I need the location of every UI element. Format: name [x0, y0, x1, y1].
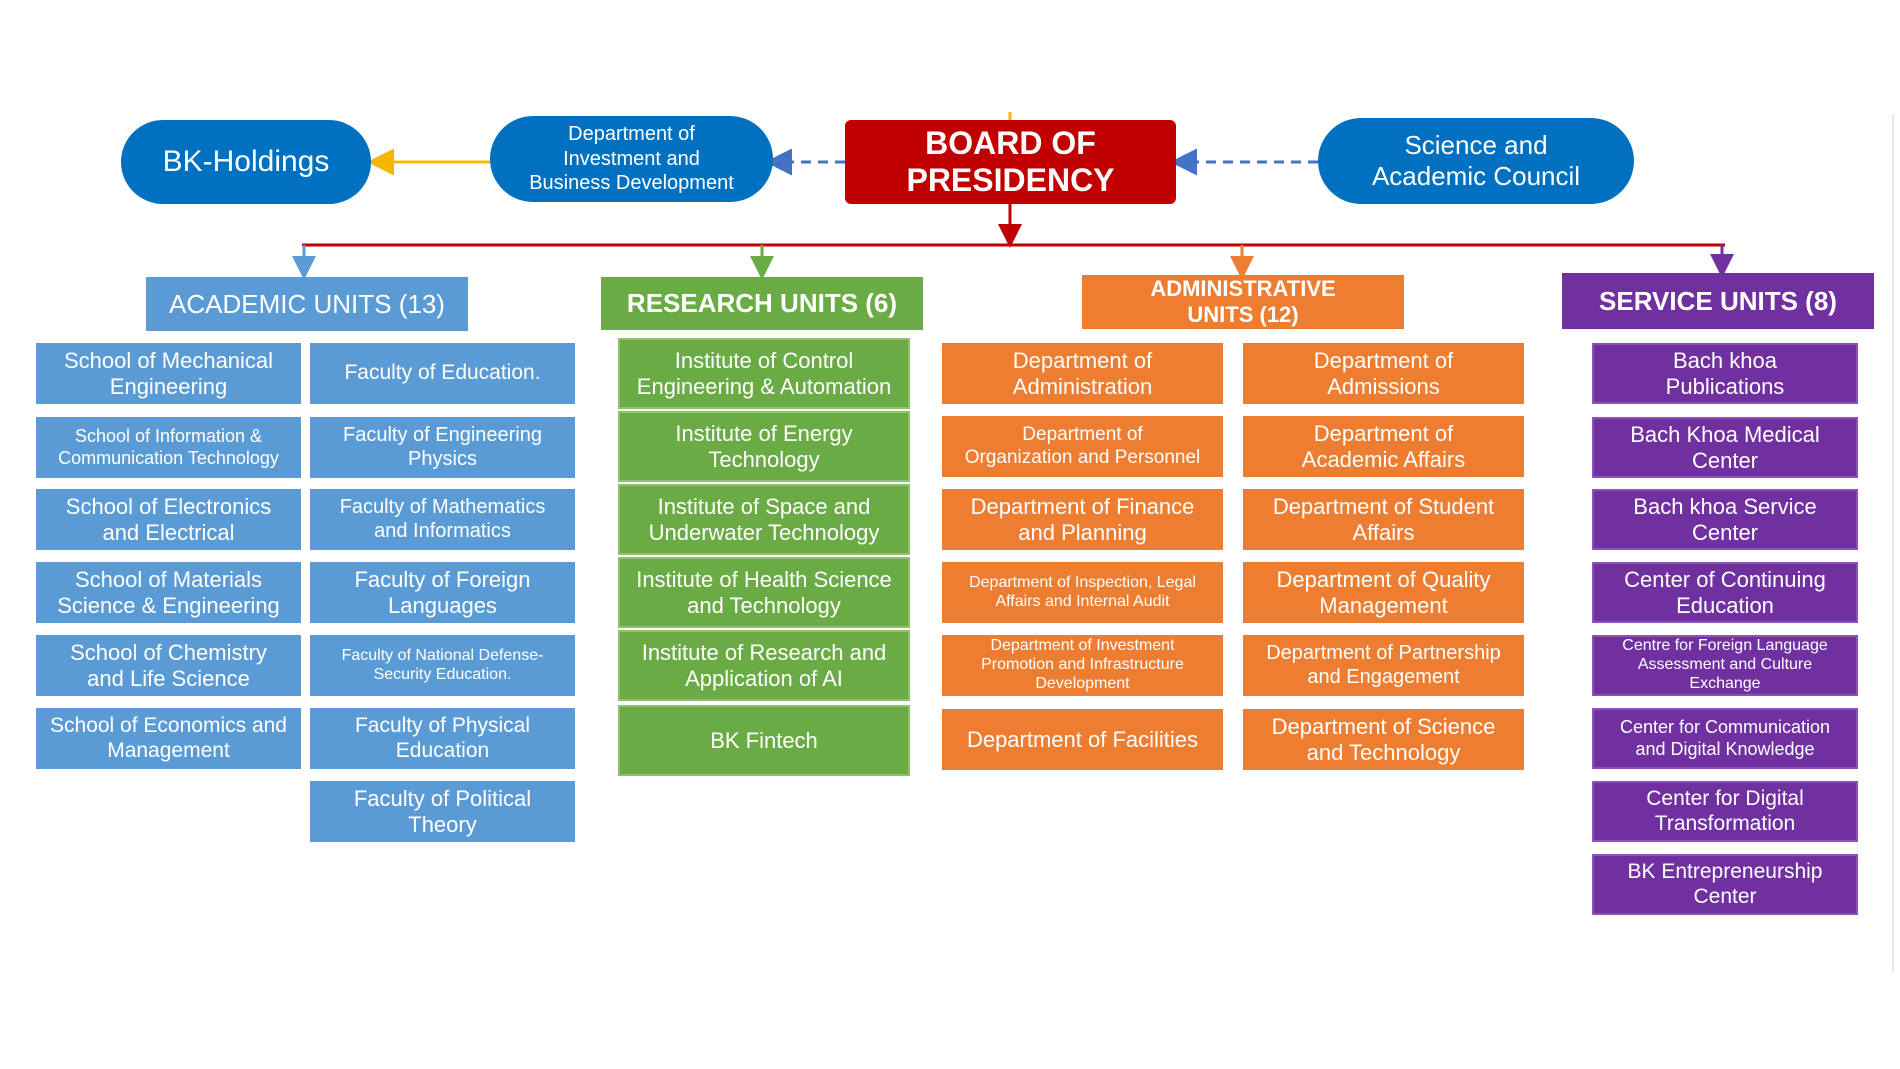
service-center-box: Bach Khoa Medical Center: [1592, 417, 1858, 478]
service-center-label: BK Entrepreneurship Center: [1627, 859, 1823, 908]
academic-faculty-label: Faculty of Physical Education: [354, 713, 531, 762]
academic-school-box: School of Chemistry and Life Science: [36, 635, 301, 696]
research-institute-label: Institute of Energy Technology: [675, 420, 853, 472]
bk-holdings-label: BK-Holdings: [162, 145, 330, 179]
service-center-label: Center for Communication and Digital Kno…: [1619, 717, 1831, 759]
service-center-label: Center of Continuing Education: [1624, 566, 1826, 618]
research-institute-label: Institute of Space and Underwater Techno…: [648, 493, 880, 545]
service-units-header: SERVICE UNITS (8): [1562, 273, 1874, 329]
admin-dept-box: Department of Investment Promotion and I…: [942, 635, 1223, 696]
research-institute-label: BK Fintech: [710, 727, 818, 753]
admin-dept-box: Department of Facilities: [942, 709, 1223, 770]
admin-dept-box: Department of Quality Management: [1243, 562, 1524, 623]
research-institute-label: Institute of Research and Application of…: [641, 639, 887, 691]
admin-dept-box: Department of Partnership and Engagement: [1243, 635, 1524, 696]
admin-dept-label: Department of Admissions: [1313, 347, 1454, 399]
service-center-box: Center for Communication and Digital Kno…: [1592, 708, 1858, 769]
academic-faculty-box: Faculty of Physical Education: [310, 708, 575, 769]
service-center-box: Bach khoa Publications: [1592, 343, 1858, 404]
research-units-header: RESEARCH UNITS (6): [601, 277, 923, 330]
service-center-label: Bach khoa Publications: [1665, 347, 1785, 399]
admin-dept-box: Department of Inspection, Legal Affairs …: [942, 562, 1223, 623]
investment-dept-node: Department of Investment and Business De…: [490, 116, 773, 202]
admin-dept-label: Department of Academic Affairs: [1301, 420, 1466, 472]
research-units-header-label: RESEARCH UNITS (6): [626, 288, 898, 319]
research-institute-box: Institute of Control Engineering & Autom…: [618, 338, 910, 409]
admin-dept-box: Department of Science and Technology: [1243, 709, 1524, 770]
academic-school-label: School of Materials Science & Engineerin…: [57, 566, 280, 618]
academic-units-header-label: ACADEMIC UNITS (13): [169, 288, 445, 319]
research-institute-box: Institute of Research and Application of…: [618, 630, 910, 701]
admin-dept-label: Department of Administration: [1012, 347, 1153, 399]
research-institute-box: Institute of Energy Technology: [618, 411, 910, 482]
service-center-box: Centre for Foreign Language Assessment a…: [1592, 635, 1858, 696]
investment-dept-label: Department of Investment and Business De…: [529, 123, 734, 195]
academic-units-header: ACADEMIC UNITS (13): [146, 277, 468, 331]
service-center-box: Center for Digital Transformation: [1592, 781, 1858, 842]
admin-dept-label: Department of Student Affairs: [1272, 493, 1495, 545]
academic-school-label: School of Chemistry and Life Science: [70, 639, 267, 691]
academic-faculty-box: Faculty of Mathematics and Informatics: [310, 489, 575, 550]
research-institute-box: BK Fintech: [618, 705, 910, 776]
service-center-label: Bach khoa Service Center: [1633, 493, 1817, 545]
admin-dept-label: Department of Facilities: [966, 726, 1199, 752]
science-council-label: Science and Academic Council: [1371, 130, 1581, 191]
bk-holdings-node: BK-Holdings: [121, 120, 371, 204]
admin-dept-label: Department of Investment Promotion and I…: [981, 637, 1184, 692]
academic-faculty-label: Faculty of Mathematics and Informatics: [339, 495, 546, 542]
academic-faculty-label: Faculty of Education.: [344, 361, 541, 385]
academic-faculty-box: Faculty of Political Theory: [310, 781, 575, 842]
academic-faculty-box: Faculty of Engineering Physics: [310, 417, 575, 478]
academic-school-box: School of Materials Science & Engineerin…: [36, 562, 301, 623]
admin-dept-label: Department of Organization and Personnel: [964, 424, 1201, 468]
academic-faculty-box: Faculty of Education.: [310, 343, 575, 404]
service-units-header-label: SERVICE UNITS (8): [1599, 285, 1837, 316]
academic-school-label: School of Information & Communication Te…: [58, 426, 279, 468]
admin-dept-label: Department of Finance and Planning: [970, 493, 1195, 545]
board-of-presidency-label: BOARD OF PRESIDENCY: [906, 125, 1115, 198]
academic-faculty-box: Faculty of Foreign Languages: [310, 562, 575, 623]
service-center-label: Center for Digital Transformation: [1646, 786, 1804, 835]
service-center-label: Bach Khoa Medical Center: [1630, 421, 1820, 473]
science-council-node: Science and Academic Council: [1318, 118, 1634, 204]
academic-faculty-box: Faculty of National Defense- Security Ed…: [310, 635, 575, 696]
academic-faculty-label: Faculty of National Defense- Security Ed…: [341, 646, 544, 683]
service-center-box: BK Entrepreneurship Center: [1592, 854, 1858, 915]
academic-faculty-label: Faculty of Political Theory: [353, 785, 532, 837]
admin-dept-box: Department of Administration: [942, 343, 1223, 404]
academic-faculty-label: Faculty of Foreign Languages: [354, 566, 531, 618]
academic-school-label: School of Electronics and Electrical: [65, 493, 272, 545]
academic-school-box: School of Mechanical Engineering: [36, 343, 301, 404]
admin-dept-label: Department of Inspection, Legal Affairs …: [969, 573, 1196, 610]
academic-school-label: School of Mechanical Engineering: [63, 347, 274, 399]
admin-dept-label: Department of Quality Management: [1276, 566, 1491, 618]
board-of-presidency-node: BOARD OF PRESIDENCY: [845, 120, 1176, 204]
administrative-units-header-label: ADMINISTRATIVE UNITS (12): [1150, 275, 1336, 327]
admin-dept-box: Department of Organization and Personnel: [942, 416, 1223, 477]
admin-dept-box: Department of Admissions: [1243, 343, 1524, 404]
research-institute-label: Institute of Control Engineering & Autom…: [636, 347, 892, 399]
service-center-box: Center of Continuing Education: [1592, 562, 1858, 623]
service-center-box: Bach khoa Service Center: [1592, 489, 1858, 550]
research-institute-box: Institute of Space and Underwater Techno…: [618, 484, 910, 555]
right-edge-rule: [1892, 114, 1894, 972]
academic-faculty-label: Faculty of Engineering Physics: [342, 423, 542, 470]
research-institute-label: Institute of Health Science and Technolo…: [636, 566, 892, 618]
academic-school-box: School of Information & Communication Te…: [36, 417, 301, 478]
admin-dept-label: Department of Science and Technology: [1271, 713, 1496, 765]
academic-school-box: School of Economics and Management: [36, 708, 301, 769]
administrative-units-header: ADMINISTRATIVE UNITS (12): [1082, 275, 1404, 329]
admin-dept-label: Department of Partnership and Engagement: [1266, 641, 1501, 688]
admin-dept-box: Department of Student Affairs: [1243, 489, 1524, 550]
academic-school-box: School of Electronics and Electrical: [36, 489, 301, 550]
admin-dept-box: Department of Finance and Planning: [942, 489, 1223, 550]
academic-school-label: School of Economics and Management: [50, 713, 287, 762]
research-institute-box: Institute of Health Science and Technolo…: [618, 557, 910, 628]
admin-dept-box: Department of Academic Affairs: [1243, 416, 1524, 477]
service-center-label: Centre for Foreign Language Assessment a…: [1622, 637, 1828, 692]
